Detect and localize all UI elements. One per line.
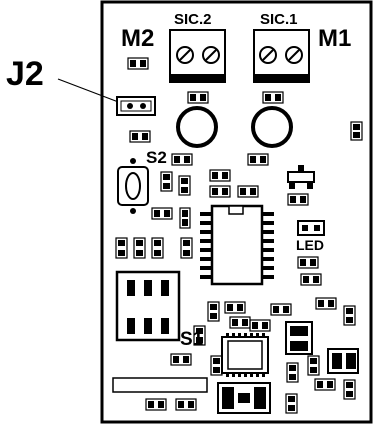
smd-resistor bbox=[151, 237, 164, 259]
smd-resistor bbox=[115, 237, 128, 259]
main-ic-soic bbox=[200, 204, 274, 286]
smd-resistor bbox=[193, 325, 206, 346]
j2-jumper-connector bbox=[116, 96, 156, 116]
j2-leader-line bbox=[57, 78, 122, 104]
smd-resistor bbox=[270, 303, 292, 316]
smd-resistor bbox=[180, 237, 193, 259]
smd-resistor bbox=[160, 171, 173, 192]
smd-resistor bbox=[287, 193, 309, 206]
smd-resistor bbox=[178, 175, 191, 196]
label-led: LED bbox=[296, 237, 324, 253]
smd-resistor bbox=[133, 237, 146, 259]
smd-resistor bbox=[314, 378, 336, 391]
smd-resistor bbox=[286, 362, 299, 383]
smd-resistor bbox=[207, 301, 220, 322]
capacitor-left bbox=[176, 106, 218, 148]
smd-resistor bbox=[307, 355, 320, 376]
label-m1: M1 bbox=[318, 25, 351, 52]
smd-resistor bbox=[209, 169, 231, 182]
qfn-ic bbox=[221, 333, 269, 377]
smd-resistor bbox=[300, 273, 322, 286]
smd-resistor bbox=[262, 91, 284, 104]
smd-resistor bbox=[209, 185, 231, 198]
silkscreen-strip bbox=[112, 377, 208, 393]
sot-transistor bbox=[287, 165, 315, 189]
smd-resistor bbox=[285, 393, 298, 414]
smd-resistor bbox=[175, 398, 197, 411]
label-j2: J2 bbox=[6, 55, 44, 93]
screw-terminal-sic1 bbox=[253, 29, 310, 83]
smd-pad-pairs bbox=[115, 57, 363, 414]
smd-tantalum-far-right bbox=[327, 348, 359, 374]
smd-resistor bbox=[151, 207, 173, 220]
smd-resistor bbox=[350, 121, 363, 141]
smd-resistor bbox=[297, 256, 319, 269]
label-sic1: SIC.1 bbox=[260, 11, 298, 28]
smd-resistor bbox=[170, 353, 192, 366]
smd-package-bottom bbox=[217, 382, 271, 414]
smd-resistor bbox=[129, 130, 151, 143]
label-m2: M2 bbox=[121, 25, 154, 52]
smd-resistor bbox=[237, 185, 259, 198]
smd-resistor bbox=[210, 355, 223, 376]
smd-resistor bbox=[249, 319, 271, 332]
smd-resistor bbox=[171, 153, 193, 166]
label-sic2: SIC.2 bbox=[174, 11, 212, 28]
smd-resistor bbox=[224, 301, 246, 314]
smd-resistor bbox=[247, 153, 269, 166]
screw-terminal-sic2 bbox=[169, 29, 226, 83]
led-component bbox=[297, 220, 325, 236]
capacitor-right bbox=[251, 106, 293, 148]
smd-resistor bbox=[315, 297, 337, 310]
smd-resistor bbox=[187, 91, 209, 104]
smd-resistor bbox=[179, 207, 191, 229]
smd-resistor bbox=[127, 57, 149, 70]
smd-tantalum-right bbox=[285, 321, 313, 355]
s2-switch bbox=[117, 158, 149, 214]
s1-switch bbox=[115, 270, 181, 342]
smd-resistor bbox=[343, 379, 356, 400]
label-s2: S2 bbox=[146, 148, 167, 167]
smd-resistor bbox=[343, 305, 356, 326]
smd-resistor bbox=[145, 398, 167, 411]
